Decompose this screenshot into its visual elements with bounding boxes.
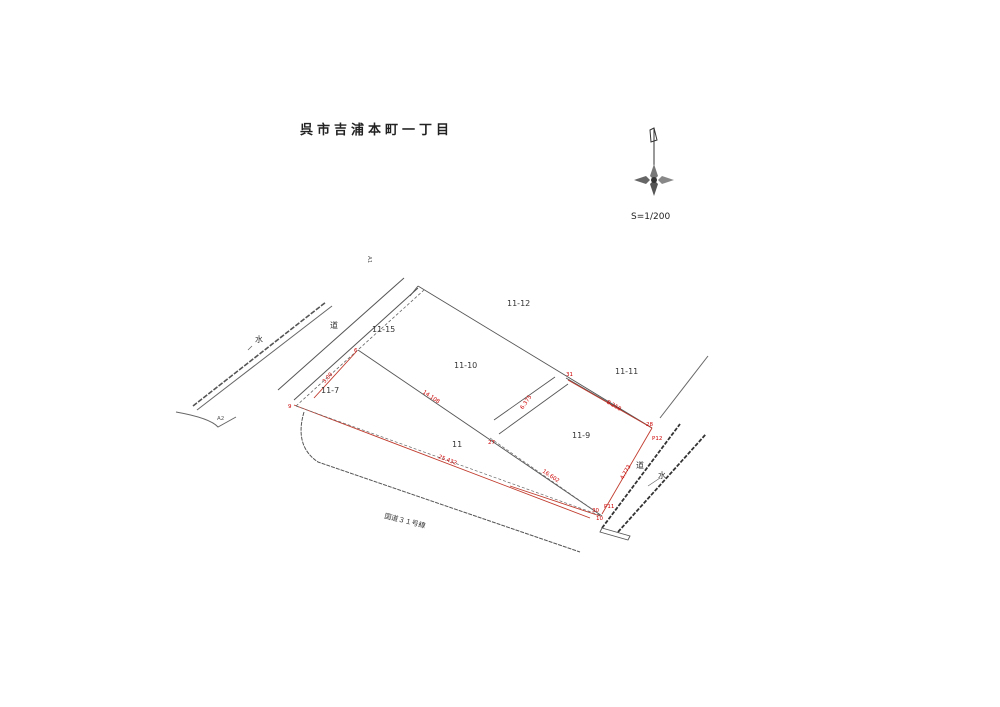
- map-title: 呉市吉浦本町一丁目: [300, 122, 453, 138]
- inner-dashed-boundary: [295, 405, 603, 517]
- parcel-label: 11-15: [372, 325, 395, 334]
- survey-point: 28: [646, 422, 653, 428]
- national-road-label: 国道３１号線: [384, 511, 427, 530]
- parcel-label: 11-12: [507, 299, 530, 308]
- right-road: [599, 355, 709, 541]
- survey-point: 9: [288, 404, 292, 410]
- map-scale: S=1/200: [631, 212, 670, 222]
- road-label-left: 道: [330, 320, 338, 330]
- parcel-label: 11: [452, 440, 462, 449]
- survey-point: 27: [488, 440, 495, 446]
- survey-point: 31: [566, 372, 573, 378]
- red-boundary: [293, 351, 653, 519]
- a1-label: A1: [366, 256, 372, 263]
- water-label-left: 水: [255, 334, 263, 344]
- road-label-right: 道: [636, 460, 644, 470]
- old-boundary-dashed: [295, 289, 425, 407]
- distance-label: 8.258: [605, 400, 622, 413]
- parcel-label: 11-9: [572, 431, 590, 440]
- a2-label: A2: [217, 416, 224, 422]
- survey-point: P12: [652, 436, 662, 442]
- left-waterway: [175, 301, 333, 428]
- survey-point: P11: [604, 504, 614, 510]
- left-road-line-2: [293, 287, 419, 401]
- survey-point: 10: [596, 516, 603, 522]
- national-road-line: [300, 411, 581, 553]
- distance-label: 14.108: [421, 390, 441, 406]
- north-arrow-icon: [634, 127, 674, 196]
- survey-point: 30: [592, 508, 599, 514]
- parcel-label: 11-7: [321, 386, 339, 395]
- parcel-label: 11-11: [615, 367, 638, 376]
- distance-label: 4.773: [620, 464, 633, 481]
- distance-label: 6.375: [520, 394, 534, 411]
- distance-label: 25.432: [437, 454, 457, 467]
- inner-dashed-boundary-2: [489, 437, 603, 517]
- left-road-line-1: [277, 277, 405, 391]
- water-label-right: 水: [658, 470, 666, 480]
- survey-point: 6: [354, 348, 358, 354]
- parcel-label: 11-10: [454, 361, 477, 370]
